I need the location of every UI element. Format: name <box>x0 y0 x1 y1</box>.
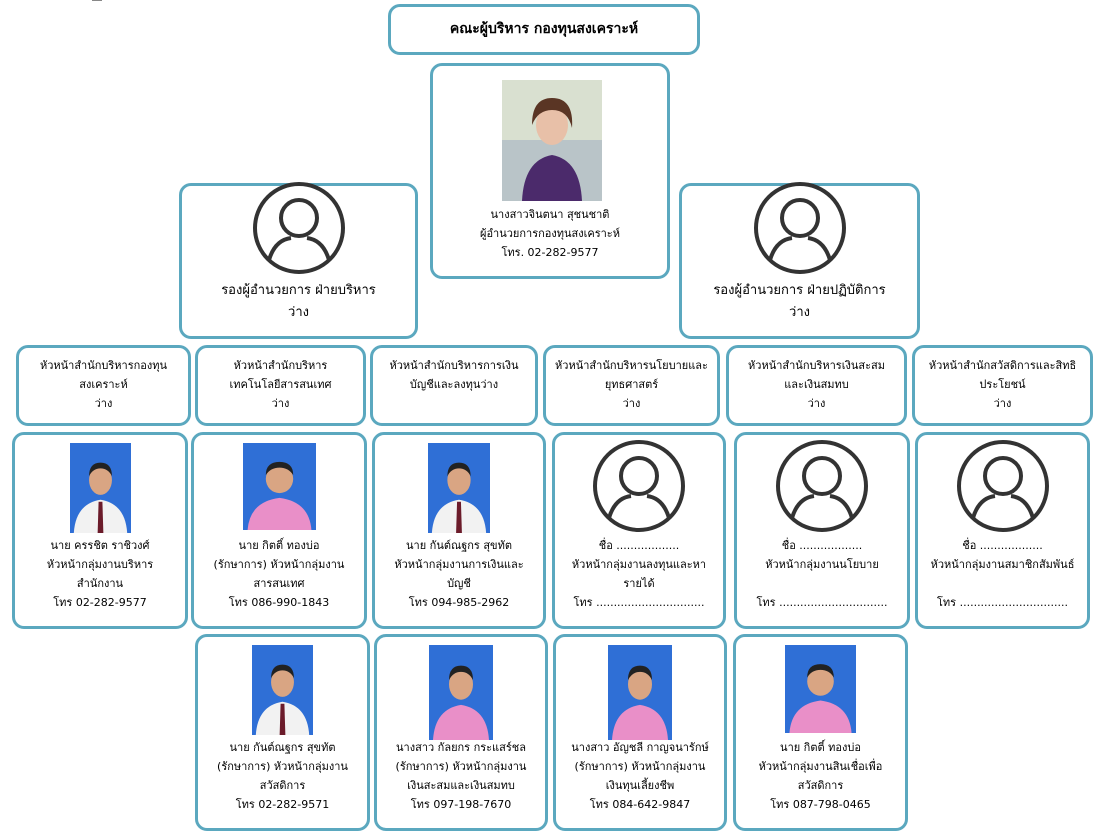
group-text: นาย กิตติ์ ทองบ่อ <box>238 539 320 552</box>
group-text: เงินสะสมและเงินสมทบ <box>407 779 515 792</box>
group-text: ชื่อ .................. <box>598 539 680 552</box>
group-text <box>820 574 824 593</box>
person-placeholder-icon <box>251 180 347 276</box>
director-phone: โทร. 02-282-9577 <box>501 246 599 259</box>
group-text: (รักษาการ) หัวหน้ากลุ่มงาน <box>217 760 348 773</box>
office-text: สงเคราะห์ <box>79 378 128 391</box>
group-text: โทร 087-798-0465 <box>770 798 871 811</box>
office-head-card: หัวหน้าสำนักสวัสดิการและสิทธิประโยชน์ว่า… <box>912 345 1093 426</box>
chart-title: คณะผู้บริหาร กองทุนสงเคราะห์ <box>449 21 639 37</box>
group-text: โทร 084-642-9847 <box>589 798 691 811</box>
office-text: ว่าง <box>271 397 290 410</box>
group-text: นางสาว กัลยกร กระแสร์ชล <box>396 741 526 754</box>
person-placeholder-icon <box>591 438 687 534</box>
group-text: ชื่อ .................. <box>781 539 863 552</box>
group-text: ชื่อ .................. <box>962 539 1043 552</box>
group-text: นาย ครรชิต ราชิวงศ์ <box>50 539 150 552</box>
person-photo <box>243 443 316 530</box>
ruler-marker <box>92 0 102 1</box>
office-text: เทคโนโลยีสารสนเทศ <box>229 378 332 391</box>
office-text: ว่าง <box>807 397 826 410</box>
group-text: โทร 086-990-1843 <box>228 596 330 609</box>
group-text: หัวหน้ากลุ่มงานการเงินและ <box>394 558 524 571</box>
office-text: หัวหน้าสำนักบริหาร <box>233 359 328 372</box>
chart-title-box: คณะผู้บริหาร กองทุนสงเคราะห์ <box>388 4 700 55</box>
group-text: (รักษาการ) หัวหน้ากลุ่มงาน <box>574 760 706 773</box>
office-text: หัวหน้าสำนักสวัสดิการและสิทธิ <box>928 359 1077 372</box>
group-text <box>1001 574 1005 593</box>
group-text: (รักษาการ) หัวหน้ากลุ่มงาน <box>395 760 527 773</box>
person-photo <box>785 645 856 733</box>
group-text: นาย กันต์ณฐกร สุขทัต <box>406 539 512 552</box>
person-photo <box>429 645 493 740</box>
person-placeholder-icon <box>752 180 848 276</box>
office-head-card: หัวหน้าสำนักบริหารกองทุนสงเคราะห์ว่าง <box>16 345 191 426</box>
deputy-admin-card: รองผู้อำนวยการ ฝ่ายบริหาร ว่าง <box>179 180 418 339</box>
office-text: หัวหน้าสำนักบริหารการเงิน <box>389 359 519 372</box>
office-text: หัวหน้าสำนักบริหารเงินสะสม <box>748 359 885 372</box>
director-name: นางสาวจินตนา สุชนชาติ <box>490 208 610 221</box>
group-text: หัวหน้ากลุ่มงานสมาชิกสัมพันธ์ <box>930 558 1075 571</box>
group-text: โทร 094-985-2962 <box>408 596 510 609</box>
office-head-card: หัวหน้าสำนักบริหารเงินสะสมและเงินสมทบว่า… <box>726 345 907 426</box>
deputy-position: รองผู้อำนวยการ ฝ่ายปฏิบัติการ <box>713 283 886 298</box>
group-text: รายได้ <box>623 577 655 590</box>
group-text: หัวหน้ากลุ่มงานบริหาร <box>46 558 154 571</box>
group-text: หัวหน้ากลุ่มงานลงทุนและหา <box>571 558 707 571</box>
group-text: นางสาว อัญชลี กาญจนารักษ์ <box>571 741 709 754</box>
office-text: ว่าง <box>622 397 641 410</box>
deputy-status: ว่าง <box>789 305 810 320</box>
deputy-operations-card: รองผู้อำนวยการ ฝ่ายปฏิบัติการ ว่าง <box>679 180 920 339</box>
deputy-status: ว่าง <box>288 305 309 320</box>
group-text: หัวหน้ากลุ่มงานสินเชื่อเพื่อ <box>758 760 883 773</box>
group-text: โทร 02-282-9571 <box>235 798 330 811</box>
group-text: เงินทุนเลี้ยงชีพ <box>605 779 675 792</box>
person-photo <box>70 443 131 533</box>
director-photo <box>502 80 602 201</box>
person-photo <box>428 443 490 533</box>
person-photo <box>608 645 672 740</box>
group-text: โทร ............................... <box>573 596 705 609</box>
group-text: สำนักงาน <box>76 577 124 590</box>
group-text: บัญชี <box>447 577 471 590</box>
office-text: ว่าง <box>993 397 1012 410</box>
office-text: ประโยชน์ <box>979 378 1026 391</box>
office-text: และเงินสมทบ <box>784 378 849 391</box>
group-text: (รักษาการ) หัวหน้ากลุ่มงาน <box>213 558 345 571</box>
office-text: หัวหน้าสำนักบริหารนโยบายและ <box>555 359 708 372</box>
person-photo <box>252 645 313 735</box>
group-text: โทร ............................... <box>937 596 1068 609</box>
group-head-card: ชื่อ .................. หัวหน้ากลุ่มงานสม… <box>915 432 1090 629</box>
person-placeholder-icon <box>955 438 1051 534</box>
office-text: ยุทธศาสตร์ <box>604 378 659 391</box>
office-text: บัญชีและลงทุนว่าง <box>409 378 499 391</box>
deputy-position: รองผู้อำนวยการ ฝ่ายบริหาร <box>221 283 376 298</box>
office-head-card: หัวหน้าสำนักบริหารการเงินบัญชีและลงทุนว่… <box>370 345 538 426</box>
group-text: สวัสดิการ <box>259 779 306 792</box>
group-text: สารสนเทศ <box>253 577 305 590</box>
office-head-card: หัวหน้าสำนักบริหารนโยบายและยุทธศาสตร์ว่า… <box>543 345 720 426</box>
group-text: นาย กันต์ณฐกร สุขทัต <box>229 741 336 754</box>
group-text: นาย กิตติ์ ทองบ่อ <box>780 741 861 754</box>
office-text: หัวหน้าสำนักบริหารกองทุน <box>39 359 168 372</box>
group-text: โทร 097-198-7670 <box>410 798 512 811</box>
group-head-card: ชื่อ .................. หัวหน้ากลุ่มงานลง… <box>552 432 726 629</box>
office-head-card: หัวหน้าสำนักบริหารเทคโนโลยีสารสนเทศว่าง <box>195 345 366 426</box>
group-text: สวัสดิการ <box>797 779 844 792</box>
person-placeholder-icon <box>774 438 870 534</box>
group-text: โทร 02-282-9577 <box>53 596 147 609</box>
group-text: โทร ............................... <box>756 596 888 609</box>
office-text: ว่าง <box>94 397 113 410</box>
group-text: หัวหน้ากลุ่มงานนโยบาย <box>765 558 879 571</box>
director-position: ผู้อำนวยการกองทุนสงเคราะห์ <box>480 227 620 240</box>
group-head-card: ชื่อ .................. หัวหน้ากลุ่มงานนโ… <box>734 432 910 629</box>
